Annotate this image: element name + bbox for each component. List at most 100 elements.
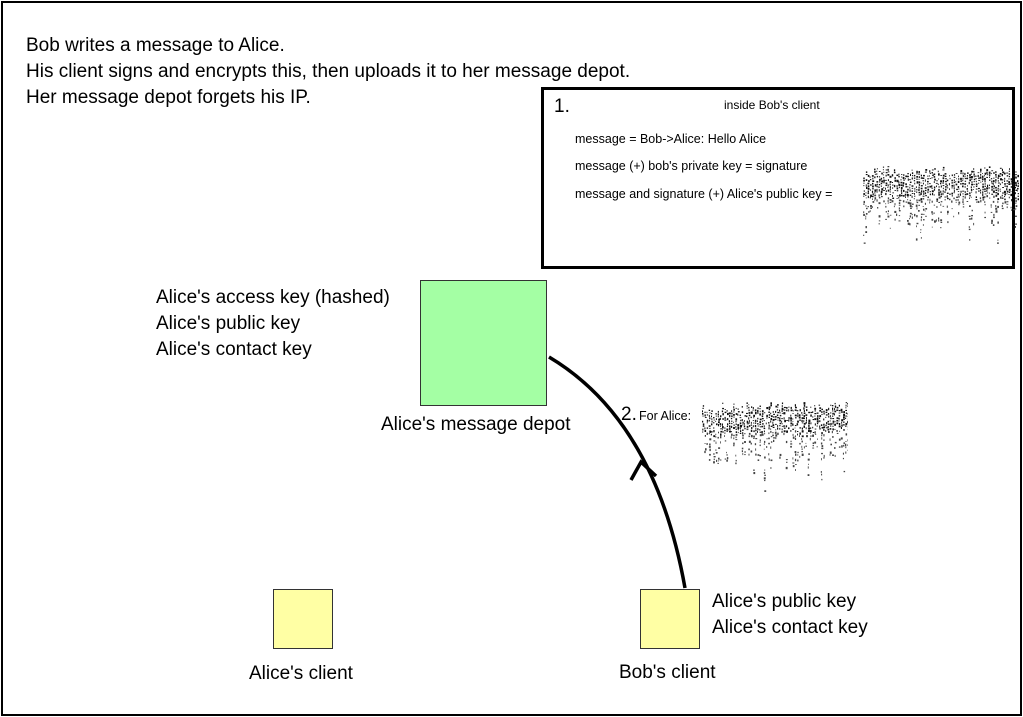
cipher-glyph	[774, 416, 777, 418]
message-definition: message = Bob->Alice: Hello Alice	[575, 132, 767, 146]
cipher-glyph	[874, 168, 876, 171]
cipher-glyph	[874, 171, 876, 173]
cipher-glyph	[726, 431, 728, 432]
cipher-glyph	[981, 178, 984, 181]
cipher-glyph	[735, 462, 737, 465]
cipher-glyph	[881, 188, 884, 191]
cipher-glyph	[940, 175, 942, 176]
cipher-glyph	[795, 453, 797, 456]
cipher-glyph	[842, 457, 844, 460]
cipher-glyph	[788, 419, 790, 422]
cipher-glyph	[990, 178, 993, 180]
cipher-glyph	[801, 414, 804, 416]
cipher-glyph	[825, 429, 827, 432]
cipher-glyph	[843, 416, 845, 419]
cipher-glyph	[1004, 180, 1006, 182]
cipher-glyph	[704, 450, 706, 454]
cipher-glyph	[842, 452, 844, 455]
cipher-glyph	[901, 176, 903, 178]
cipher-glyph	[829, 438, 831, 441]
cipher-glyph	[792, 465, 795, 468]
cipher-glyph	[790, 443, 793, 445]
cipher-glyph	[966, 188, 968, 190]
cipher-glyph	[832, 410, 834, 412]
cipher-glyph	[750, 416, 752, 419]
cipher-glyph	[710, 413, 713, 415]
cipher-glyph	[863, 177, 865, 180]
cipher-glyph	[722, 431, 724, 433]
cipher-glyph	[781, 423, 783, 425]
cipher-glyph	[795, 469, 796, 471]
cipher-glyph	[776, 409, 779, 411]
cipher-glyph	[955, 181, 957, 183]
cipher-glyph	[781, 412, 784, 414]
cipher-glyph	[870, 207, 872, 209]
cipher-glyph	[836, 409, 839, 411]
cipher-glyph	[905, 191, 907, 193]
cipher-glyph	[779, 409, 781, 412]
bob-client-label: Bob's client	[619, 662, 716, 683]
cipher-glyph	[761, 433, 764, 436]
cipher-glyph	[1010, 178, 1013, 181]
cipher-glyph	[978, 190, 980, 192]
cipher-glyph	[1017, 187, 1019, 190]
cipher-glyph	[889, 194, 892, 195]
cipher-glyph	[716, 459, 717, 462]
cipher-glyph	[719, 459, 722, 461]
cipher-glyph	[863, 185, 865, 187]
cipher-glyph	[843, 442, 845, 445]
cipher-glyph	[894, 177, 896, 180]
cipher-glyph	[872, 201, 875, 203]
cipher-glyph	[891, 174, 894, 177]
cipher-glyph	[933, 176, 936, 178]
cipher-glyph	[829, 428, 832, 430]
cipher-glyph	[757, 428, 759, 431]
cipher-glyph	[709, 427, 711, 429]
cipher-glyph	[1004, 193, 1006, 196]
cipher-glyph	[821, 478, 823, 481]
cipher-glyph	[883, 190, 885, 191]
cipher-glyph	[997, 221, 999, 224]
cipher-glyph	[946, 187, 949, 189]
cipher-glyph	[942, 179, 945, 183]
cipher-glyph	[867, 206, 869, 208]
cipher-glyph	[863, 211, 865, 214]
cipher-glyph	[708, 459, 711, 461]
cipher-glyph	[995, 179, 997, 182]
cipher-glyph	[885, 169, 888, 171]
cipher-glyph	[914, 182, 916, 185]
cipher-glyph	[801, 430, 804, 433]
cipher-glyph	[1002, 171, 1005, 174]
cipher-glyph	[845, 415, 847, 418]
cipher-glyph	[964, 185, 966, 188]
cipher-glyph	[821, 408, 823, 411]
cipher-glyph	[944, 196, 947, 198]
cipher-glyph	[794, 451, 797, 454]
cipher-glyph	[867, 185, 870, 188]
cipher-glyph	[1010, 191, 1012, 193]
cipher-glyph	[770, 459, 773, 462]
cipher-glyph	[783, 427, 786, 429]
cipher-glyph	[845, 407, 847, 409]
cipher-glyph	[759, 442, 761, 443]
cipher-glyph	[920, 218, 922, 222]
cipher-glyph	[957, 193, 959, 196]
cipher-glyph	[735, 436, 737, 439]
cipher-glyph	[770, 415, 773, 417]
cipher-glyph	[724, 429, 726, 432]
cipher-glyph	[892, 182, 893, 183]
cipher-glyph	[834, 441, 837, 444]
cipher-glyph	[1011, 180, 1013, 183]
cipher-glyph	[882, 169, 884, 171]
cipher-glyph	[702, 420, 704, 423]
cipher-glyph	[713, 456, 716, 458]
cipher-glyph	[777, 432, 779, 435]
cipher-glyph	[772, 416, 775, 418]
cipher-glyph	[781, 431, 783, 433]
cipher-glyph	[898, 204, 901, 206]
cipher-glyph	[995, 181, 997, 184]
cipher-glyph	[984, 183, 986, 185]
cipher-glyph	[1004, 183, 1006, 185]
cipher-glyph	[763, 477, 766, 480]
cipher-glyph	[979, 176, 982, 179]
